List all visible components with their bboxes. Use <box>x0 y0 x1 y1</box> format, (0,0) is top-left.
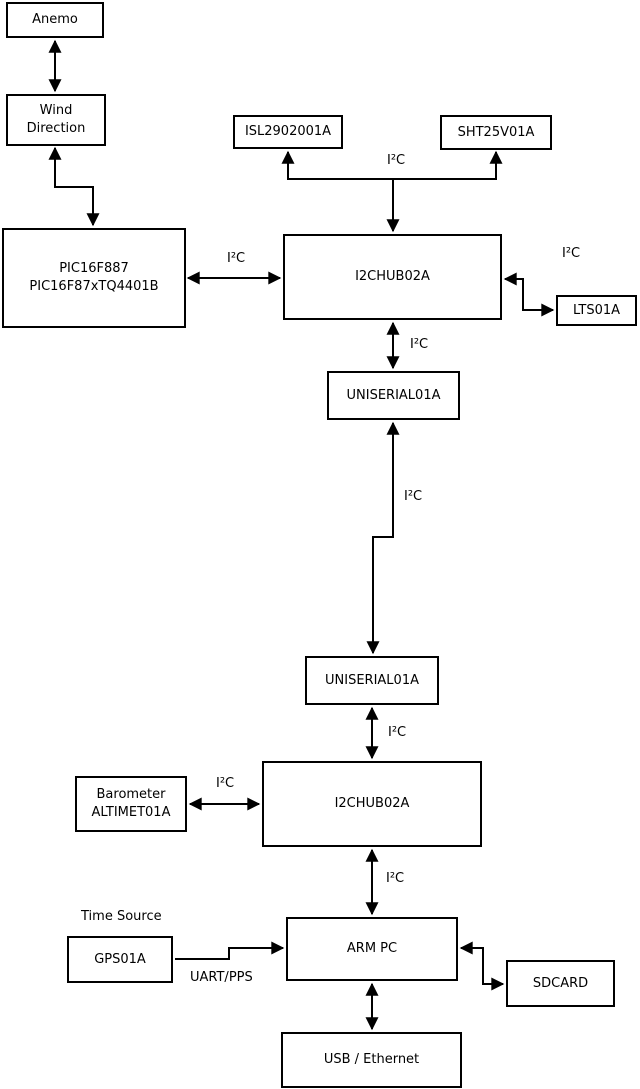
node-sht25v01a: SHT25V01A <box>440 115 552 150</box>
node-usb-ethernet: USB / Ethernet <box>281 1032 462 1088</box>
node-uniserial01a-1: UNISERIAL01A <box>327 371 460 420</box>
label-i2c-hub1-lts: I²C <box>562 246 581 261</box>
label-i2c-hub1-uniserial: I²C <box>410 337 429 352</box>
label-i2c-barometer-hub2: I²C <box>216 776 235 791</box>
node-sdcard: SDCARD <box>506 960 615 1007</box>
edge-hub1-lts <box>503 272 555 317</box>
node-i2chub02a-1: I2CHUB02A <box>283 234 502 320</box>
edge-uniserial1-uniserial2 <box>366 421 400 655</box>
node-pic16f887: PIC16F887 PIC16F87xTQ4401B <box>2 228 186 328</box>
node-gps01a: GPS01A <box>67 936 173 983</box>
node-barometer-altimet01a: Barometer ALTIMET01A <box>75 776 187 832</box>
node-uniserial01a-2: UNISERIAL01A <box>305 656 439 705</box>
label-i2c-sensors-bus: I²C <box>387 153 406 168</box>
label-i2c-uniserial-link: I²C <box>404 489 423 504</box>
label-i2c-hub2-armpc: I²C <box>386 871 405 886</box>
label-uart-pps: UART/PPS <box>190 970 253 985</box>
edge-gps-armpc <box>175 941 285 960</box>
edge-wind-pic <box>48 146 100 227</box>
label-i2c-uniserial2-hub2: I²C <box>388 725 407 740</box>
node-i2chub02a-2: I2CHUB02A <box>262 761 482 847</box>
edge-armpc-sdcard <box>459 941 505 991</box>
node-isl2902001a: ISL2902001A <box>233 115 343 149</box>
node-lts01a: LTS01A <box>556 295 637 326</box>
label-i2c-pic-hub1: I²C <box>227 251 246 266</box>
label-time-source: Time Source <box>81 909 162 924</box>
node-arm-pc: ARM PC <box>286 917 458 981</box>
node-wind-direction: Wind Direction <box>6 94 106 146</box>
node-anemo: Anemo <box>6 2 104 38</box>
